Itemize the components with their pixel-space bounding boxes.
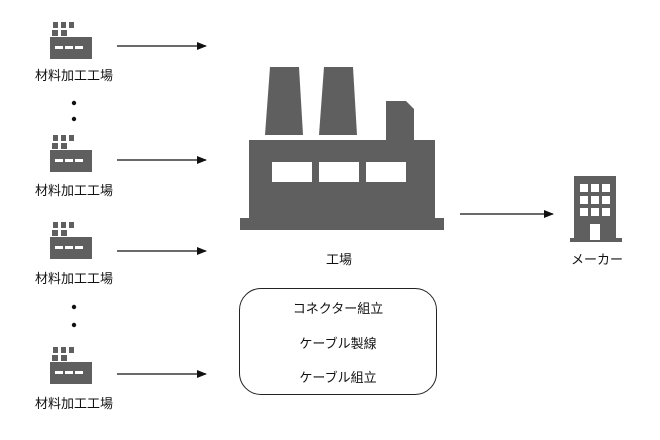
supplier-label-3: 材料加工工場 bbox=[34, 272, 114, 287]
process-item-cable-assembly: ケーブル組立 bbox=[299, 371, 377, 386]
factory-label: 工場 bbox=[325, 253, 353, 268]
supplier-factory-icon-3 bbox=[50, 222, 92, 259]
building-icon bbox=[570, 176, 622, 242]
maker-label: メーカー bbox=[570, 253, 624, 268]
supplier-factory-icon-4 bbox=[50, 347, 92, 384]
supplier-label-1: 材料加工工場 bbox=[34, 69, 114, 84]
ellipsis-dot bbox=[71, 100, 77, 106]
supplier-label-2: 材料加工工場 bbox=[34, 184, 114, 199]
supplier-factory-icon-2 bbox=[50, 135, 92, 172]
process-box: コネクター組立 ケーブル製線 ケーブル組立 bbox=[239, 288, 437, 395]
ellipsis-dot bbox=[71, 322, 77, 328]
ellipsis-dot bbox=[71, 304, 77, 310]
ellipsis-dot bbox=[71, 116, 77, 122]
factory-icon bbox=[240, 67, 444, 230]
supplier-label-4: 材料加工工場 bbox=[34, 397, 114, 412]
process-item-connector-assembly: コネクター組立 bbox=[292, 302, 384, 317]
supplier-factory-icon-1 bbox=[50, 22, 92, 59]
process-item-cable-production: ケーブル製線 bbox=[299, 337, 377, 352]
